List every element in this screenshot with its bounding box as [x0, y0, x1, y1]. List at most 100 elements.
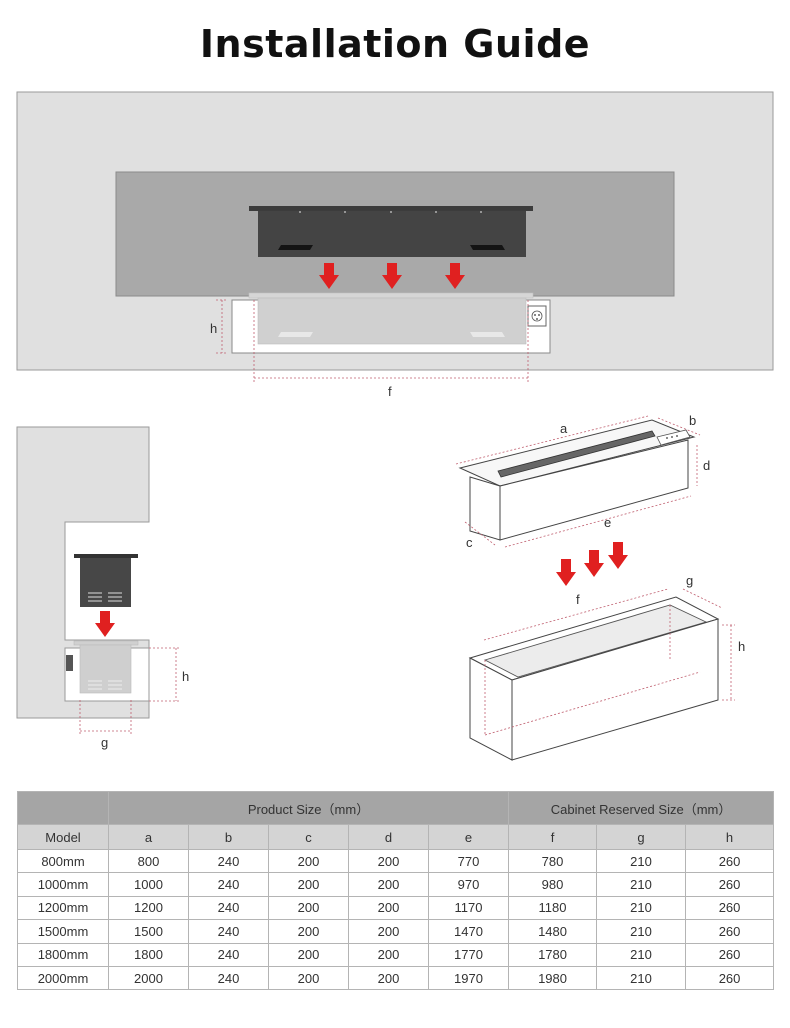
product-size-header: Product Size（mm）	[107, 791, 510, 825]
table-cell: 200	[268, 848, 349, 874]
column-header: a	[108, 824, 189, 850]
side-dim-g-label: g	[101, 735, 108, 750]
column-header: c	[268, 824, 349, 850]
group-header-blank	[17, 791, 109, 825]
table-cell: 1200mm	[17, 895, 109, 921]
table-cell: 980	[508, 872, 598, 897]
table-cell: 200	[348, 965, 429, 991]
table-cell: 240	[188, 919, 269, 944]
table-cell: 1500	[108, 919, 189, 944]
side-view: h g	[16, 426, 189, 750]
isometric-cabinet: f g h	[468, 573, 745, 761]
table-row: 2000mm 2000 240 200 200 1970 1980 210 26…	[17, 965, 775, 991]
table-cell: 240	[188, 895, 269, 921]
fireplace-insert-side	[74, 554, 138, 607]
table-cell: 260	[685, 872, 775, 897]
fireplace-insert-front	[249, 206, 533, 257]
cabinet-dim-f-label: f	[576, 592, 580, 607]
down-arrows-iso	[556, 542, 628, 586]
table-cell: 240	[188, 942, 269, 967]
product-dim-b-label: b	[689, 413, 696, 428]
side-dimension-lines	[79, 647, 180, 736]
front-view: h f	[16, 91, 774, 399]
cabinet-long-face	[511, 618, 719, 761]
front-dim-h-label: h	[210, 321, 217, 336]
table-row: 1800mm 1800 240 200 200 1770 1780 210 26…	[17, 942, 775, 967]
cabinet-opening	[483, 604, 708, 678]
table-cell: 1800mm	[17, 942, 109, 967]
product-dimension-lines	[455, 415, 701, 548]
power-outlet-icon	[527, 305, 547, 327]
burner-slot	[497, 430, 656, 478]
table-cell: 210	[596, 919, 687, 944]
table-cell: 210	[596, 965, 687, 991]
product-dim-d-label: d	[703, 458, 710, 473]
cabinet-dim-g-label: g	[686, 573, 693, 588]
table-cell: 260	[685, 919, 775, 944]
table-cell: 1180	[508, 895, 598, 921]
table-cell: 1780	[508, 942, 598, 967]
table-cell: 260	[685, 848, 775, 874]
page-title: Installation Guide	[199, 22, 591, 66]
table-cell: 210	[596, 848, 687, 874]
installation-diagram: h f	[16, 91, 774, 761]
front-dim-f-label: f	[388, 384, 392, 399]
table-cell: 1170	[427, 895, 510, 921]
table-row: 1200mm 1200 240 200 200 1170 1180 210 26…	[17, 895, 775, 921]
cabinet-hidden-edges	[483, 588, 735, 736]
down-arrows-front	[319, 263, 465, 289]
table-cell: 210	[596, 895, 687, 921]
table-cell: 200	[348, 942, 429, 967]
table-cell: 200	[348, 895, 429, 921]
table-cell: 1970	[427, 965, 510, 991]
table-cell: 240	[188, 965, 269, 991]
product-dim-e-label: e	[604, 515, 611, 530]
table-cell: 1770	[427, 942, 510, 967]
front-dimension-lines	[216, 299, 529, 383]
fireplace-ghost-side	[73, 640, 139, 694]
table-cell: 200	[348, 872, 429, 897]
table-cell: 800mm	[17, 848, 109, 874]
table-cell: 1980	[508, 965, 598, 991]
table-cell: 1000mm	[17, 872, 109, 897]
table-column-header-row: Model a b c d e f g h	[17, 824, 775, 850]
product-dim-a-label: a	[560, 421, 568, 436]
table-cell: 200	[268, 872, 349, 897]
table-cell: 1800	[108, 942, 189, 967]
product-front-face	[469, 476, 501, 541]
table-cell: 800	[108, 848, 189, 874]
table-cell: 240	[188, 848, 269, 874]
table-cell: 970	[427, 872, 510, 897]
size-table: Product Size（mm） Cabinet Reserved Size（m…	[17, 791, 775, 991]
table-cell: 210	[596, 942, 687, 967]
table-cell: 240	[188, 872, 269, 897]
table-cell: 200	[348, 919, 429, 944]
side-dim-h-label: h	[182, 669, 189, 684]
column-header: g	[596, 824, 687, 850]
table-row: 1000mm 1000 240 200 200 970 980 210 260	[17, 872, 775, 897]
table-cell: 1470	[427, 919, 510, 944]
table-cell: 2000mm	[17, 965, 109, 991]
table-cell: 1500mm	[17, 919, 109, 944]
column-header: f	[508, 824, 598, 850]
table-row: 1500mm 1500 240 200 200 1470 1480 210 26…	[17, 919, 775, 944]
table-cell: 200	[268, 919, 349, 944]
down-arrow-side	[95, 611, 115, 637]
column-header: e	[427, 824, 510, 850]
table-cell: 260	[685, 895, 775, 921]
table-cell: 260	[685, 965, 775, 991]
table-cell: 200	[348, 848, 429, 874]
column-header: d	[348, 824, 429, 850]
table-row: 800mm 800 240 200 200 770 780 210 260	[17, 848, 775, 874]
table-body: 800mm 800 240 200 200 770 780 210 260 10…	[17, 848, 775, 991]
table-cell: 770	[427, 848, 510, 874]
table-cell: 780	[508, 848, 598, 874]
isometric-product: a b d e c	[455, 413, 710, 550]
column-header: b	[188, 824, 269, 850]
side-power-outlet-icon	[66, 655, 73, 671]
cabinet-size-header: Cabinet Reserved Size（mm）	[508, 791, 775, 825]
column-header: h	[685, 824, 775, 850]
table-cell: 210	[596, 872, 687, 897]
table-cell: 1480	[508, 919, 598, 944]
table-cell: 200	[268, 942, 349, 967]
